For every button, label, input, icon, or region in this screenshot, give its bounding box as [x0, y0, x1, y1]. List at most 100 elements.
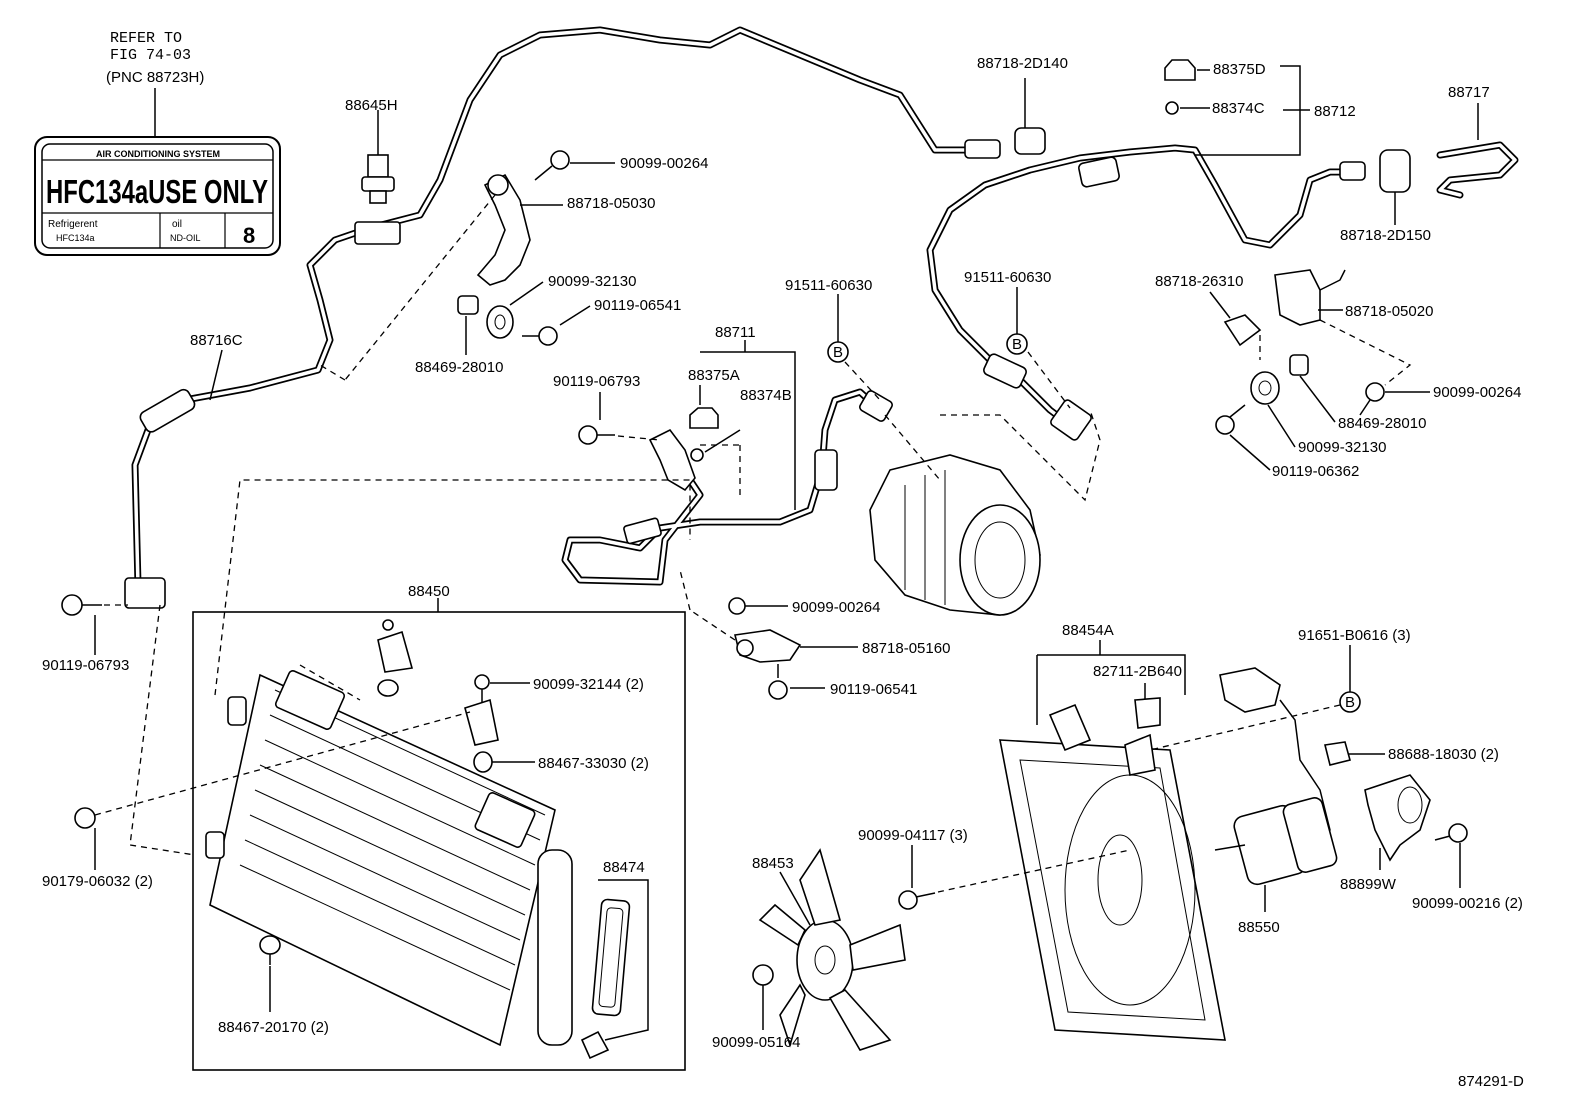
callout-82711-2B640: 82711-2B640: [1093, 663, 1182, 680]
bolt-90099-00264-c: [728, 597, 746, 615]
callout-88718-26310: 88718-26310: [1155, 273, 1243, 290]
callout-88718-05030: 88718-05030: [567, 195, 655, 212]
bracket-88718-05020: [1274, 269, 1346, 326]
plate-refrigerant-label: Refrigerent: [48, 219, 98, 230]
dash-88718-05160-b: [679, 569, 691, 611]
callout-90099-00264-a: 90099-00264: [620, 155, 708, 172]
bolt-90119-06793-a: [578, 425, 615, 445]
diagram-id: 874291-D: [1458, 1073, 1524, 1090]
condenser-core: [205, 670, 573, 1047]
callout-88718-2D140: 88718-2D140: [977, 55, 1068, 72]
callout-88469-28010-b: 88469-28010: [1338, 415, 1426, 432]
callout-88450: 88450: [408, 583, 450, 600]
dash-condenser-top: [299, 664, 361, 701]
callout-88717: 88717: [1448, 84, 1490, 101]
callout-90099-00216: 90099-00216 (2): [1412, 895, 1523, 912]
callout-90119-06541-a: 90119-06541: [594, 297, 681, 314]
callout-90099-00264-b: 90099-00264: [1433, 384, 1521, 401]
cushion-88467-33030: [473, 751, 493, 773]
callout-88718-2D150: 88718-2D150: [1340, 227, 1431, 244]
callout-88469-28010-a: 88469-28010: [415, 359, 503, 376]
dash-condenser-left: [129, 604, 196, 856]
dash-condenser-bolt: [94, 711, 471, 816]
bracket-88474: [598, 879, 649, 1041]
leader-88374B: [704, 429, 741, 453]
mount-top-condenser: [377, 619, 414, 697]
plate-oil-number: 8: [243, 223, 255, 248]
callout-90099-32144: 90099-32144 (2): [533, 676, 644, 693]
pipe-88716C: [124, 26, 1001, 609]
pressure-switch-88645H: [361, 110, 395, 204]
callout-88375D: 88375D: [1213, 61, 1266, 78]
clip-88718-26310: [1223, 314, 1262, 347]
filter-88474: [580, 898, 631, 1060]
marker-B-a: [827, 341, 849, 363]
callout-90099-32130-b: 90099-32130: [1298, 439, 1386, 456]
plate-refrigerant-value: HFC134a: [56, 233, 95, 243]
callout-88467-20170: 88467-20170 (2): [218, 1019, 329, 1036]
callout-88374C: 88374C: [1212, 100, 1265, 117]
marker-B-c: [1339, 691, 1361, 713]
bracket-88454A: [1036, 654, 1186, 725]
collar-88469-28010-a: [457, 295, 479, 315]
marker-B-a-text: B: [833, 344, 843, 361]
compressor: [869, 454, 1041, 616]
callout-88718-05020: 88718-05020: [1345, 303, 1433, 320]
dash-bracket-b: [319, 364, 346, 381]
bolt-90099-00216: [1434, 823, 1468, 843]
bolt-90119-06362: [1215, 404, 1246, 435]
pipe-88711: [561, 388, 893, 586]
leader-88469-28010-b: [1299, 375, 1336, 423]
bracket-88711: [700, 351, 796, 510]
callout-90119-06793-a: 90119-06793: [553, 373, 640, 390]
leader-88716C: [209, 349, 223, 401]
plate-main-text: HFC134aUSE ONLY: [46, 173, 268, 210]
hose-88717: [1436, 103, 1519, 199]
dash-88711-a: [617, 435, 661, 441]
dash-bracket-a: [344, 194, 496, 381]
valve-88374C: [1165, 101, 1179, 115]
leader-90119-06362: [1229, 434, 1271, 471]
refer-note-line3: (PNC 88723H): [106, 69, 204, 86]
callout-88712: 88712: [1314, 103, 1356, 120]
leader-90119-06541-a: [559, 305, 591, 326]
refer-note-line1: REFER TO: [110, 30, 182, 47]
cap-88375A: [689, 407, 719, 429]
callout-88374B: 88374B: [740, 387, 792, 404]
condenser-assembly-box: [192, 611, 686, 1071]
callout-88474: 88474: [603, 859, 645, 876]
callout-90119-06362: 90119-06362: [1272, 463, 1359, 480]
grommet-90099-32130-b: [1250, 371, 1280, 405]
leader-88718-26310: [1209, 291, 1231, 319]
callout-88453: 88453: [752, 855, 794, 872]
callout-88550: 88550: [1238, 919, 1280, 936]
bolt-90119-06541-b: [768, 664, 788, 700]
dash-right-bracket: [1259, 319, 1412, 386]
fan-motor-88550: [1214, 667, 1338, 886]
callout-88467-33030: 88467-33030 (2): [538, 755, 649, 772]
bolt-90099-04117: [898, 890, 936, 910]
plate-header: AIR CONDITIONING SYSTEM: [96, 149, 220, 159]
fitting-88718-2D140: [1014, 78, 1046, 155]
dash-B-b: [1027, 351, 1071, 409]
marker-B-c-text: B: [1345, 694, 1355, 711]
callout-91511-60630-a: 91511-60630: [785, 277, 872, 294]
callout-88718-05160: 88718-05160: [862, 640, 950, 657]
callout-90099-00264-c: 90099-00264: [792, 599, 880, 616]
bolt-90179-06032: [74, 807, 96, 829]
callout-90119-06793-b: 90119-06793: [42, 657, 129, 674]
collar-88469-28010-b: [1289, 354, 1309, 376]
leader-88453: [779, 871, 811, 926]
fan-blade-88453: [758, 848, 906, 1051]
dash-88718-05160: [689, 609, 736, 641]
clip-82711-2B640: [1134, 697, 1161, 729]
callout-90099-05164: 90099-05164: [712, 1034, 800, 1051]
plate-oil-label: oil: [172, 219, 182, 230]
callout-90179-06032: 90179-06032 (2): [42, 873, 153, 890]
callout-91651-B0616: 91651-B0616 (3): [1298, 627, 1411, 644]
marker-B-b-text: B: [1012, 336, 1022, 353]
bracket-88718-05160: [734, 629, 802, 663]
callout-91511-60630-b: 91511-60630: [964, 269, 1051, 286]
